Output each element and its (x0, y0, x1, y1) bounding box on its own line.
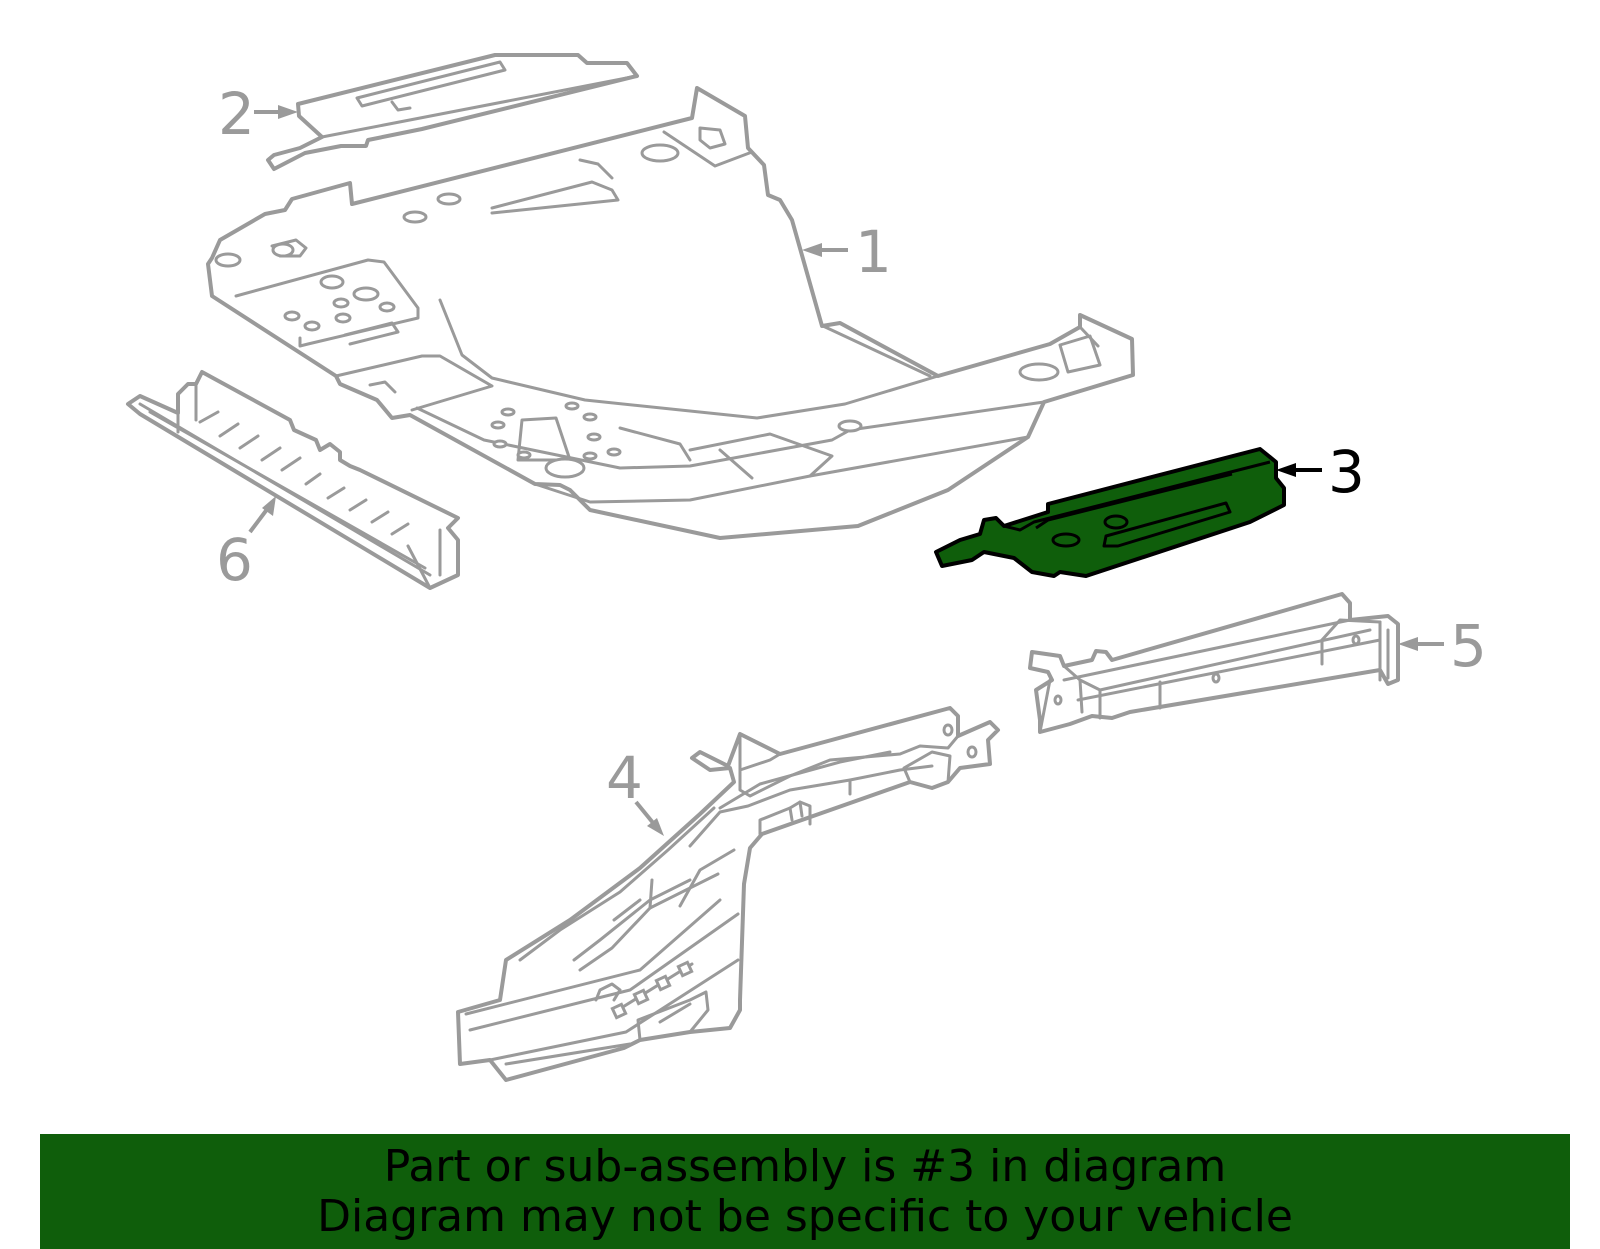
callout-5: 5 (1398, 612, 1487, 680)
part-2-panel[interactable] (266, 53, 639, 171)
callout-2-label: 2 (218, 80, 255, 148)
banner-line-2: Diagram may not be specific to your vehi… (317, 1190, 1293, 1242)
callout-1-label: 1 (855, 218, 892, 286)
part-5-right-rail[interactable] (1028, 592, 1400, 734)
callout-4: 4 (606, 744, 664, 836)
callout-6: 6 (216, 496, 276, 594)
callout-2: 2 (218, 80, 298, 148)
part-1-floor-assembly[interactable] (206, 86, 1135, 540)
info-banner: Part or sub-assembly is #3 in diagram Di… (40, 1134, 1570, 1249)
callout-3-label: 3 (1328, 438, 1365, 506)
part-4-front-member[interactable] (456, 706, 1000, 1082)
callout-4-label: 4 (606, 744, 643, 812)
part-3-highlighted-rail[interactable] (934, 447, 1286, 578)
callout-5-label: 5 (1450, 612, 1487, 680)
banner-line-1: Part or sub-assembly is #3 in diagram (383, 1140, 1227, 1192)
callout-1: 1 (802, 218, 892, 286)
callout-6-label: 6 (216, 526, 253, 594)
part-6-side-rail[interactable] (126, 370, 460, 590)
callout-3: 3 (1276, 438, 1365, 506)
